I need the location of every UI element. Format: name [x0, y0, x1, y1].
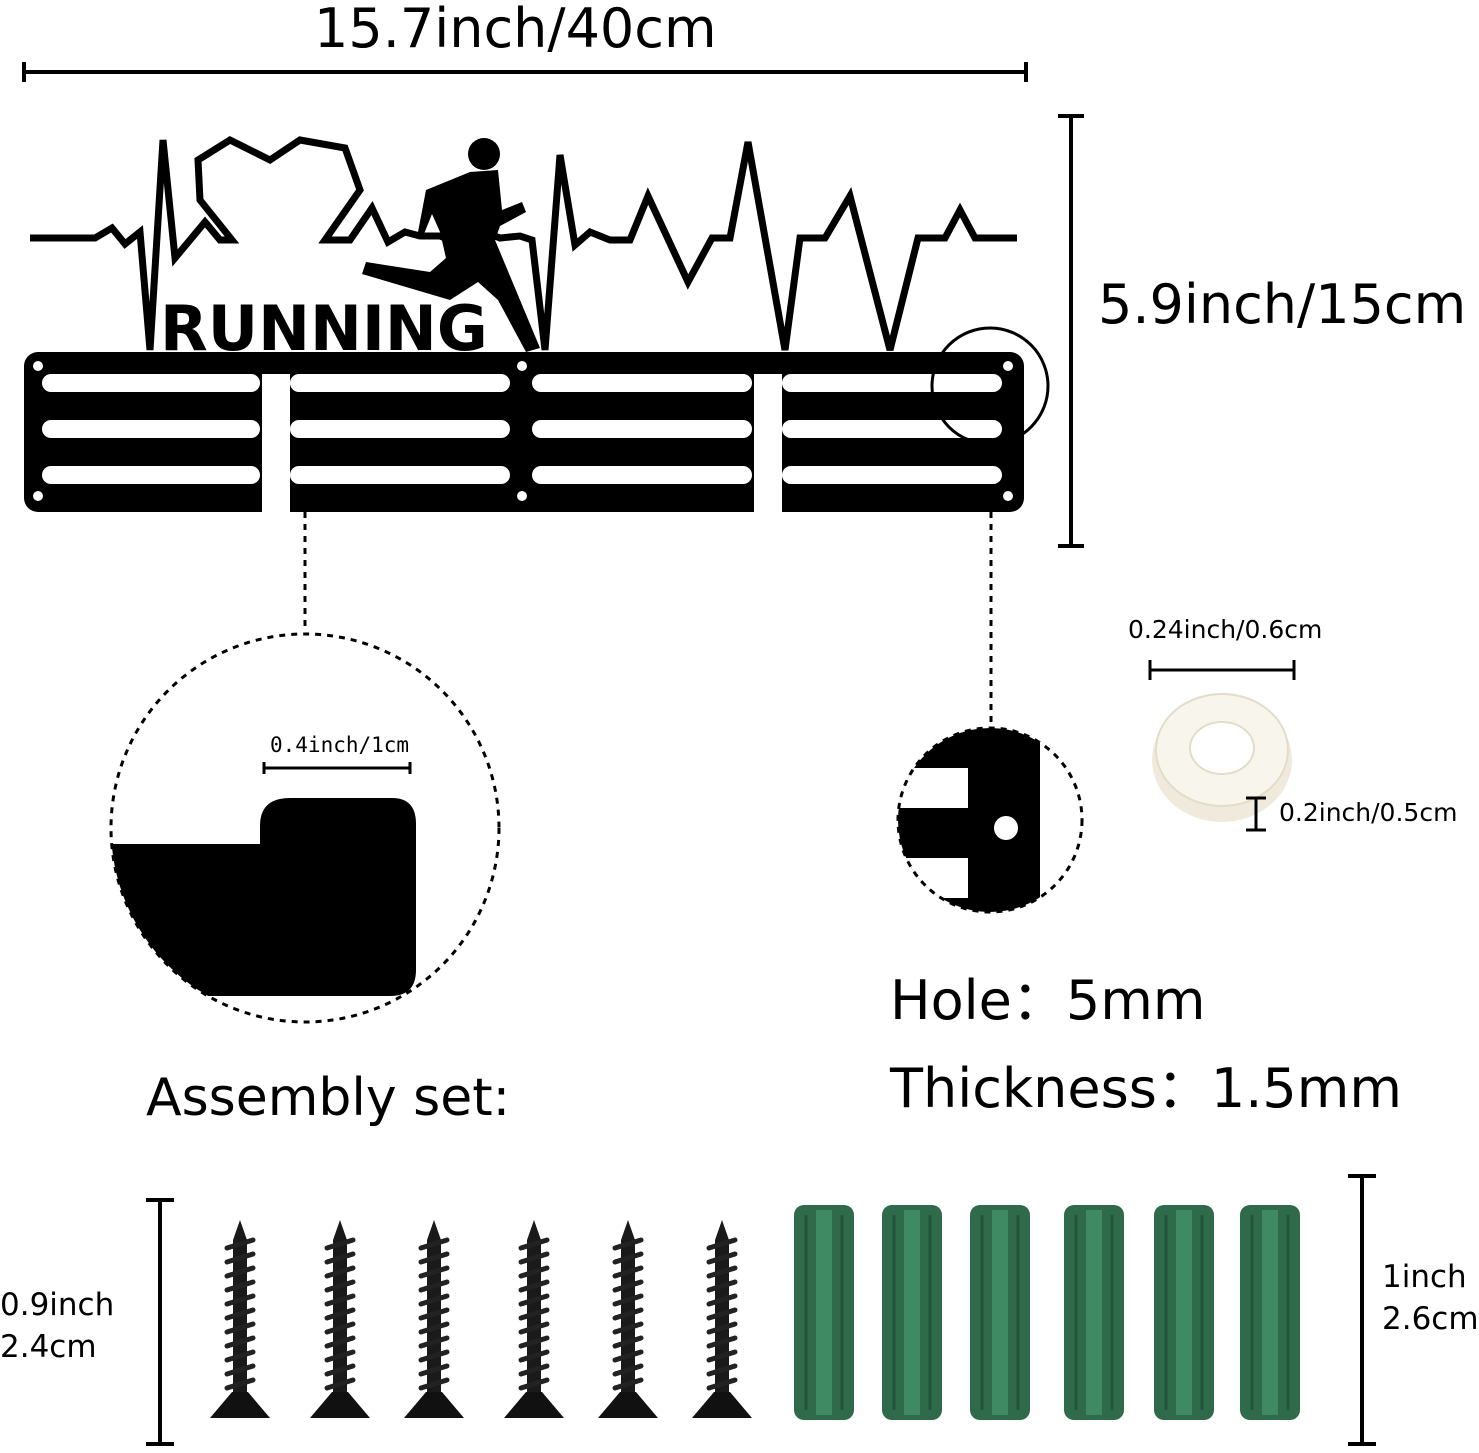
screw	[504, 1220, 564, 1418]
screw	[692, 1220, 752, 1418]
anchors-group	[794, 1205, 1300, 1420]
hole-zoom-detail	[896, 726, 1084, 914]
wall-anchor	[1240, 1205, 1300, 1420]
screw	[310, 1220, 370, 1418]
spacer-diameter-label: 0.24inch/0.6cm	[1128, 615, 1323, 644]
screw-length-inch: 0.9inch	[0, 1287, 115, 1323]
assembly-title: Assembly set:	[146, 1068, 511, 1128]
wall-anchor	[1154, 1205, 1214, 1420]
spacer-ring-image	[1152, 693, 1292, 822]
wall-anchor	[794, 1205, 854, 1420]
screws-group	[210, 1220, 752, 1418]
spacer-height-line	[1246, 796, 1266, 832]
runner-silhouette	[362, 138, 540, 352]
wall-anchor	[882, 1205, 942, 1420]
screw-length-line	[146, 1198, 174, 1446]
height-label: 5.9inch/15cm	[1098, 273, 1467, 336]
height-dimension-line	[1058, 114, 1084, 548]
rack-bar	[24, 352, 1024, 514]
width-label: 15.7inch/40cm	[314, 0, 717, 60]
wall-anchor	[970, 1205, 1030, 1420]
spacer-height-label: 0.2inch/0.5cm	[1279, 798, 1458, 827]
corner-highlight-circle	[930, 326, 1050, 446]
anchor-length-line	[1348, 1174, 1376, 1446]
spacer-diameter-line	[1148, 660, 1296, 680]
width-dimension-line	[22, 62, 1028, 82]
screw	[598, 1220, 658, 1418]
hook-zoom-detail	[109, 632, 501, 1024]
hole-spec: Hole：5mm	[890, 969, 1206, 1032]
thickness-spec: Thickness：1.5mm	[890, 1057, 1402, 1120]
hook-width-label: 0.4inch/1cm	[270, 733, 410, 757]
anchor-length-inch: 1inch	[1382, 1259, 1467, 1295]
anchor-length-cm: 2.6cm	[1382, 1301, 1479, 1337]
screw	[404, 1220, 464, 1418]
screw	[210, 1220, 270, 1418]
wall-anchor	[1064, 1205, 1124, 1420]
screw-length-cm: 2.4cm	[0, 1329, 97, 1365]
